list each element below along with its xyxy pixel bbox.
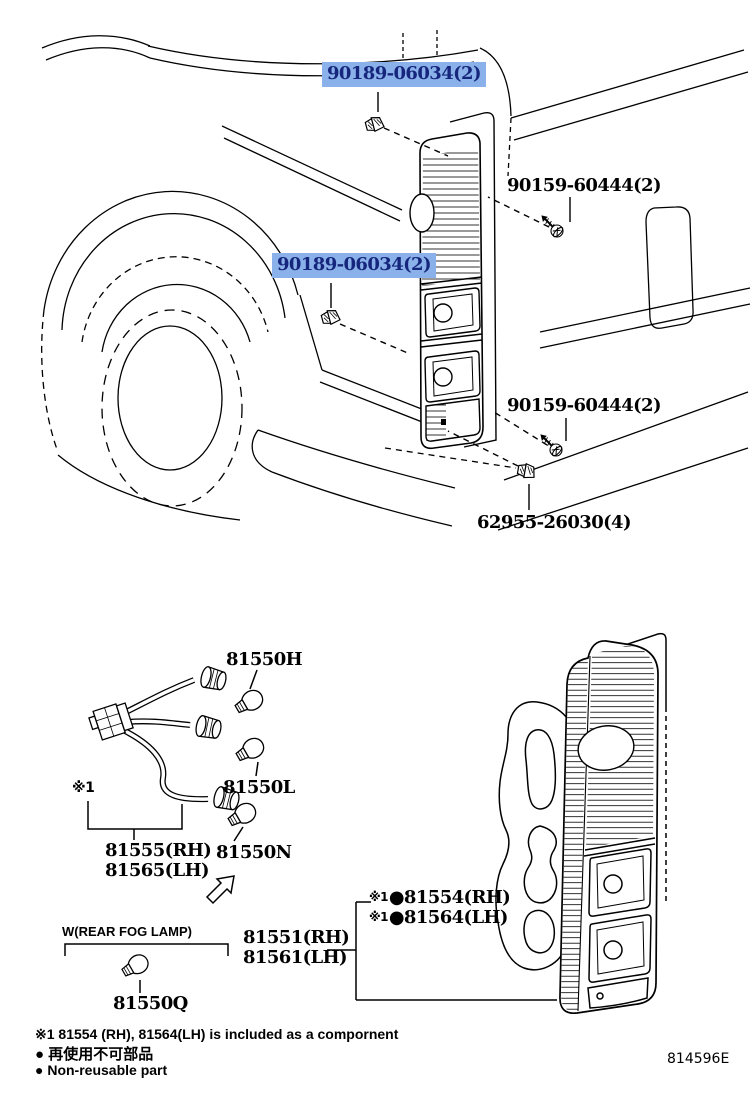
part-label-clip-mid[interactable]: 90189-06034(2)	[272, 253, 436, 278]
connector-icon	[88, 702, 134, 741]
part-label-lens-rh[interactable]: ※1●81554(RH)	[369, 887, 511, 908]
part-label-harness-rh[interactable]: 81555(RH)	[105, 840, 212, 861]
car-body-outline	[41, 30, 751, 531]
bulb-socket-icon	[195, 715, 222, 739]
wheel-arch	[41, 190, 299, 507]
part-label-lamp-lh[interactable]: 81561(LH)	[243, 947, 348, 968]
figure-code: 814596E	[667, 1051, 730, 1067]
clip-icon	[364, 117, 385, 133]
part-label-bumper-clip[interactable]: 62955-26030(4)	[477, 512, 631, 533]
part-label-screw-lower[interactable]: 90159-60444(2)	[507, 395, 661, 416]
part-label-lamp-rh[interactable]: 81551(RH)	[243, 927, 350, 948]
part-label-bulb-high[interactable]: 81550H	[226, 649, 303, 670]
bulb-icon	[121, 954, 149, 977]
part-label-lens-lh[interactable]: ※1●81564(LH)	[369, 909, 508, 927]
direction-arrow-icon	[205, 875, 235, 905]
part-label-clip-upper[interactable]: 90189-06034(2)	[322, 62, 486, 87]
lens-lh-ref-mark: ※1	[369, 910, 388, 924]
wire-harness-drawing	[88, 666, 240, 811]
lens-rh-ref-mark: ※1	[369, 890, 388, 904]
lens-rh-number: ●81554(RH)	[388, 887, 511, 908]
screw-icon	[540, 434, 563, 457]
clip-icon	[516, 462, 535, 479]
part-label-bulb-low[interactable]: 81550L	[223, 777, 295, 798]
part-label-harness-lh[interactable]: 81565(LH)	[105, 860, 210, 881]
bulb-socket-icon	[213, 786, 240, 811]
footnote-non-reusable-en: ● Non-reusable part	[35, 1062, 168, 1078]
bulb-icons	[121, 689, 265, 977]
leader-lines-bottom-left	[64, 669, 259, 993]
lens-lh-number: ●81564(LH)	[388, 907, 509, 928]
tail-lamp-assembly-drawing	[559, 632, 667, 1015]
screw-icon	[541, 215, 564, 238]
fog-lamp-spec-note: W(REAR FOG LAMP)	[62, 924, 192, 939]
part-label-bulb-rear[interactable]: 81550N	[216, 842, 292, 863]
bulb-icon	[234, 689, 264, 714]
bulb-icon	[227, 802, 257, 827]
leader-lines-top	[330, 92, 571, 510]
harness-ref-mark: ※1	[72, 780, 95, 796]
part-label-bulb-fog[interactable]: 81550Q	[113, 993, 188, 1014]
bulb-socket-icon	[200, 666, 227, 691]
footnote-component: ※1 81554 (RH), 81564(LH) is included as …	[35, 1026, 399, 1042]
part-label-screw-upper[interactable]: 90159-60444(2)	[507, 175, 661, 196]
clip-icon	[320, 310, 341, 326]
tail-lamp-upper-drawing	[409, 111, 497, 450]
bulb-icon	[235, 737, 265, 762]
footnote-non-reusable-jp: ● 再使用不可部品	[35, 1046, 154, 1063]
